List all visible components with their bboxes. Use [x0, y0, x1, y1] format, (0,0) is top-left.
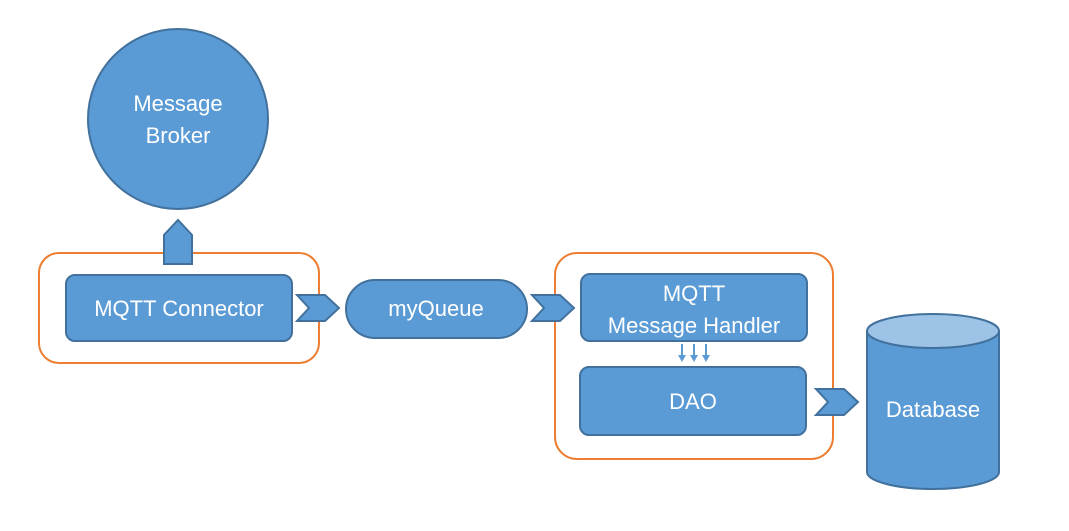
mqtt-message-handler-label-line2: Message Handler: [608, 313, 780, 338]
message-broker-label-line2: Broker: [146, 123, 211, 148]
database-node: Database: [866, 313, 1000, 490]
message-broker-node: Message Broker: [87, 28, 269, 210]
mqtt-connector-label: MQTT Connector: [94, 296, 264, 321]
handler-group-border: [554, 252, 834, 460]
my-queue-label: myQueue: [388, 296, 483, 321]
mqtt-message-handler-label-line1: MQTT: [663, 281, 725, 306]
chevron-right-icon: [813, 388, 860, 416]
my-queue-node: myQueue: [345, 279, 528, 339]
database-label: Database: [886, 397, 980, 422]
dao-label: DAO: [669, 389, 717, 414]
dao-node: DAO: [579, 366, 807, 436]
up-arrow-icon: [163, 218, 193, 265]
chevron-right-icon: [529, 294, 576, 322]
mqtt-message-handler-node: MQTT Message Handler: [580, 273, 808, 342]
chevron-right-icon: [294, 294, 341, 322]
down-arrows-icon: [678, 344, 710, 362]
mqtt-connector-node: MQTT Connector: [65, 274, 293, 342]
message-broker-label-line1: Message: [133, 91, 222, 116]
